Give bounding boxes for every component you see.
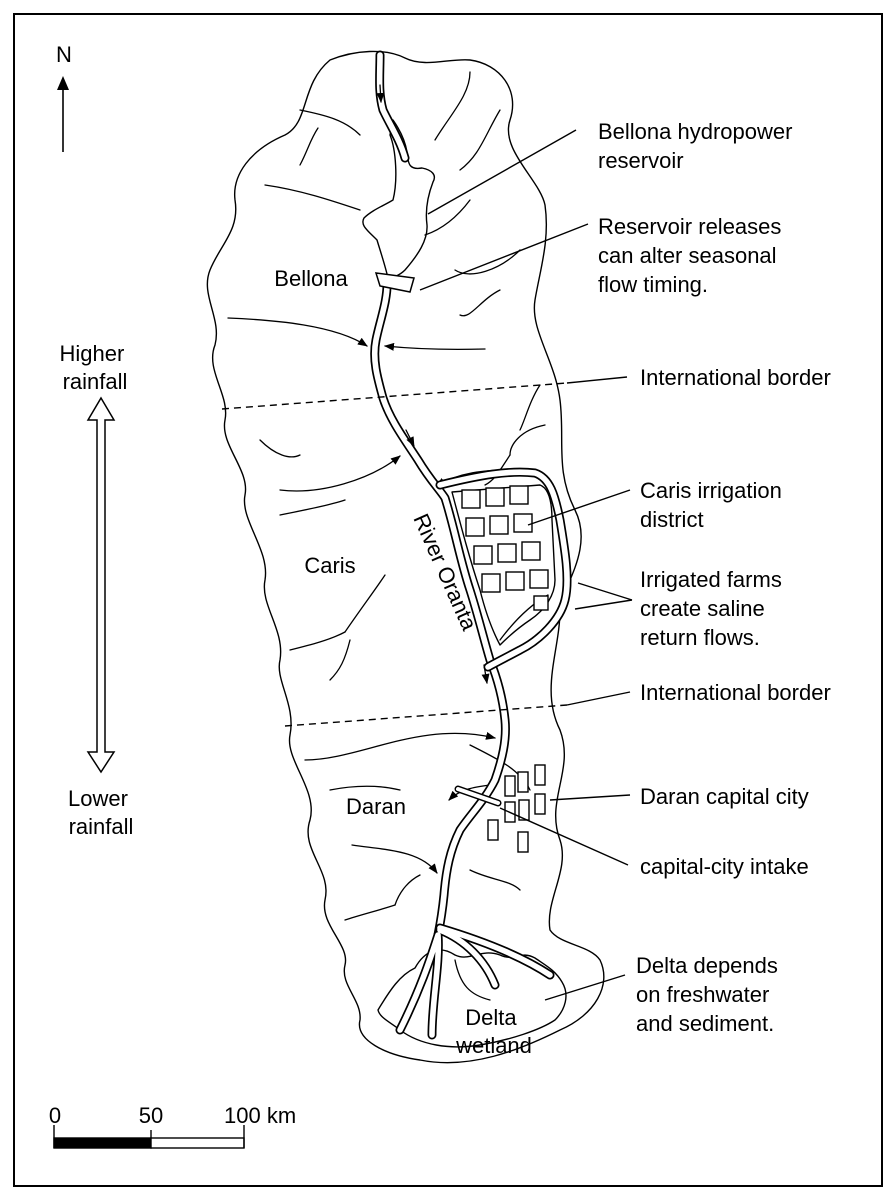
rainfall-gradient-arrow bbox=[86, 396, 116, 774]
region-caris: Caris bbox=[304, 553, 355, 578]
irrigation-district bbox=[451, 484, 556, 646]
north-arrowhead bbox=[57, 76, 69, 90]
annotation-intake: capital-city intake bbox=[640, 854, 809, 879]
basin-outline bbox=[206, 50, 605, 1064]
scale-tick-0: 0 bbox=[49, 1103, 61, 1128]
border-south-line bbox=[284, 704, 568, 727]
leader-lines bbox=[419, 129, 633, 1001]
annotation-releases: Reservoir releases can alter seasonal fl… bbox=[598, 214, 788, 297]
dam bbox=[374, 272, 415, 293]
annotation-irrigation: Caris irrigation district bbox=[640, 478, 788, 532]
scale-tick-50: 50 bbox=[139, 1103, 163, 1128]
tributaries bbox=[259, 71, 546, 1001]
map-frame bbox=[13, 13, 883, 1187]
farm-plots bbox=[461, 485, 549, 611]
annotation-saline: Irrigated farms create saline return flo… bbox=[640, 567, 788, 650]
region-daran: Daran bbox=[346, 794, 406, 819]
annotation-delta: Delta depends on freshwater and sediment… bbox=[636, 953, 784, 1036]
scale-bar bbox=[53, 1125, 245, 1149]
annotation-reservoir: Bellona hydropower reservoir bbox=[598, 119, 799, 173]
north-label: N bbox=[56, 42, 72, 67]
rainfall-high-label: Higher rainfall bbox=[60, 341, 131, 394]
annotation-capital: Daran capital city bbox=[640, 784, 809, 809]
river-flow-arrows bbox=[376, 84, 490, 684]
rainfall-low-label: Lower rainfall bbox=[68, 786, 134, 839]
annotation-border-north: International border bbox=[640, 365, 831, 390]
region-bellona: Bellona bbox=[274, 266, 348, 291]
annotation-border-south: International border bbox=[640, 680, 831, 705]
reservoir bbox=[362, 119, 436, 279]
scale-tick-100: 100 km bbox=[224, 1103, 296, 1128]
region-delta-wetland: Delta wetland bbox=[455, 1005, 532, 1058]
border-north-line bbox=[221, 382, 568, 410]
